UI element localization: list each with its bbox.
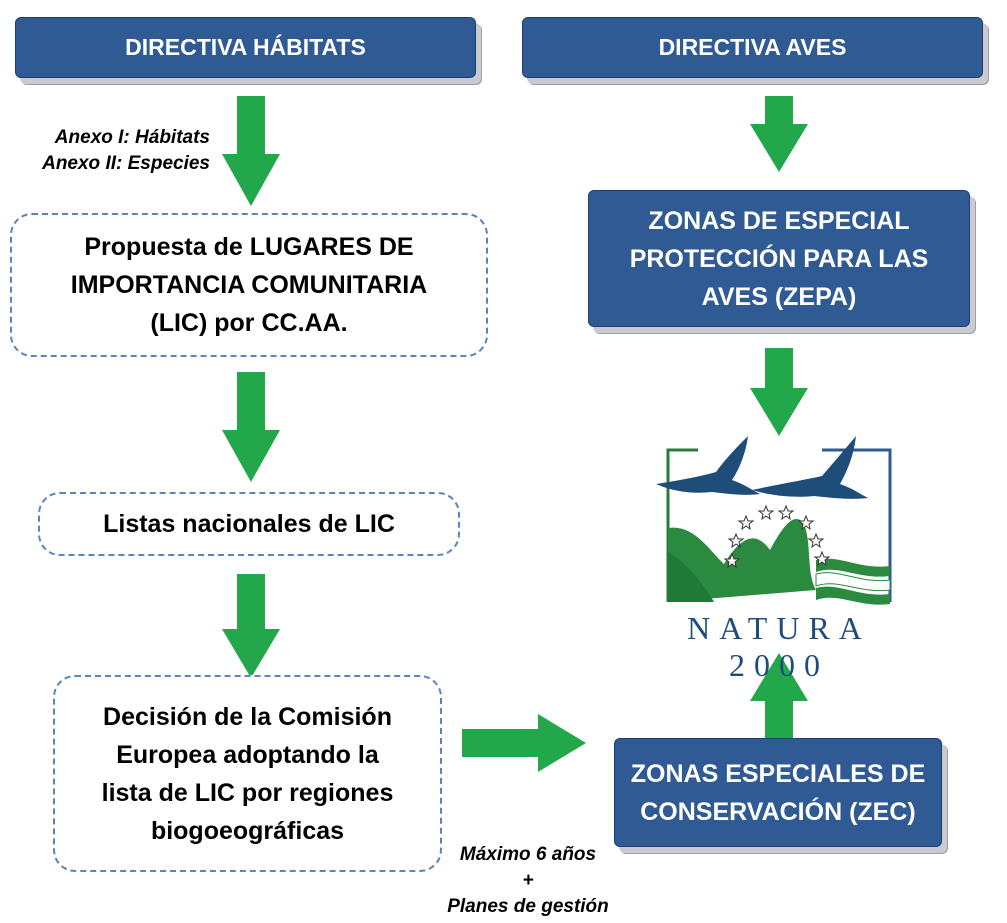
zepa-box: ZONAS DE ESPECIAL PROTECCIÓN PARA LAS AV… [588,190,970,327]
listas-nacionales-label: Listas nacionales de LIC [103,509,395,538]
zepa-line-2: PROTECCIÓN PARA LAS [629,244,929,273]
propuesta-lic-line-1: Propuesta de LUGARES DE [84,233,414,261]
zec-line-2: CONSERVACIÓN (ZEC) [640,797,916,826]
annex-note: Anexo I: Hábitats Anexo II: Especies [20,125,210,177]
decision-comision-box: Decisión de la Comisión Europea adoptand… [53,675,442,872]
propuesta-lic-line-3: (LIC) por CC.AA. [150,309,348,337]
decision-line-2: Europea adoptando la [116,740,379,769]
propuesta-lic-line-2: IMPORTANCIA COMUNITARIA [70,271,428,299]
natura-2000-logo: NATURA 2000 [654,432,904,683]
arrow-down-icon [222,574,280,678]
arrow-down-icon [750,96,808,172]
directiva-aves-label: DIRECTIVA AVES [658,34,847,60]
natura-2000-emblem [656,436,892,605]
maximo-label: Máximo 6 años [459,844,597,865]
decision-line-3: lista de LIC por regiones [101,778,394,807]
arrow-right-icon [462,714,586,772]
annex-2-label: Anexo II: Especies [42,153,210,174]
arrow-down-icon [750,348,808,436]
zepa-line-1: ZONAS DE ESPECIAL [648,206,910,235]
directiva-habitats-label: DIRECTIVA HÁBITATS [125,34,366,60]
arrow-down-icon [222,372,280,482]
planes-label: Planes de gestión [447,896,609,917]
natura-2000-text: NATURA 2000 [687,610,871,683]
arrow-up-icon [750,653,808,753]
propuesta-lic-box: Propuesta de LUGARES DE IMPORTANCIA COMU… [10,213,488,357]
decision-line-4: biogoeográficas [150,816,345,845]
directiva-habitats-box: DIRECTIVA HÁBITATS [15,17,476,78]
plazo-note: Máximo 6 años + Planes de gestión [438,842,618,920]
zepa-line-3: AVES (ZEPA) [701,282,857,311]
listas-nacionales-box: Listas nacionales de LIC [38,492,460,556]
decision-line-1: Decisión de la Comisión [103,702,392,731]
zec-line-1: ZONAS ESPECIALES DE [630,759,926,788]
annex-1-label: Anexo I: Hábitats [54,127,210,148]
plus-label: + [522,870,534,891]
directiva-aves-box: DIRECTIVA AVES [522,17,983,78]
zec-box: ZONAS ESPECIALES DE CONSERVACIÓN (ZEC) [614,738,942,847]
arrow-down-icon [222,96,280,206]
